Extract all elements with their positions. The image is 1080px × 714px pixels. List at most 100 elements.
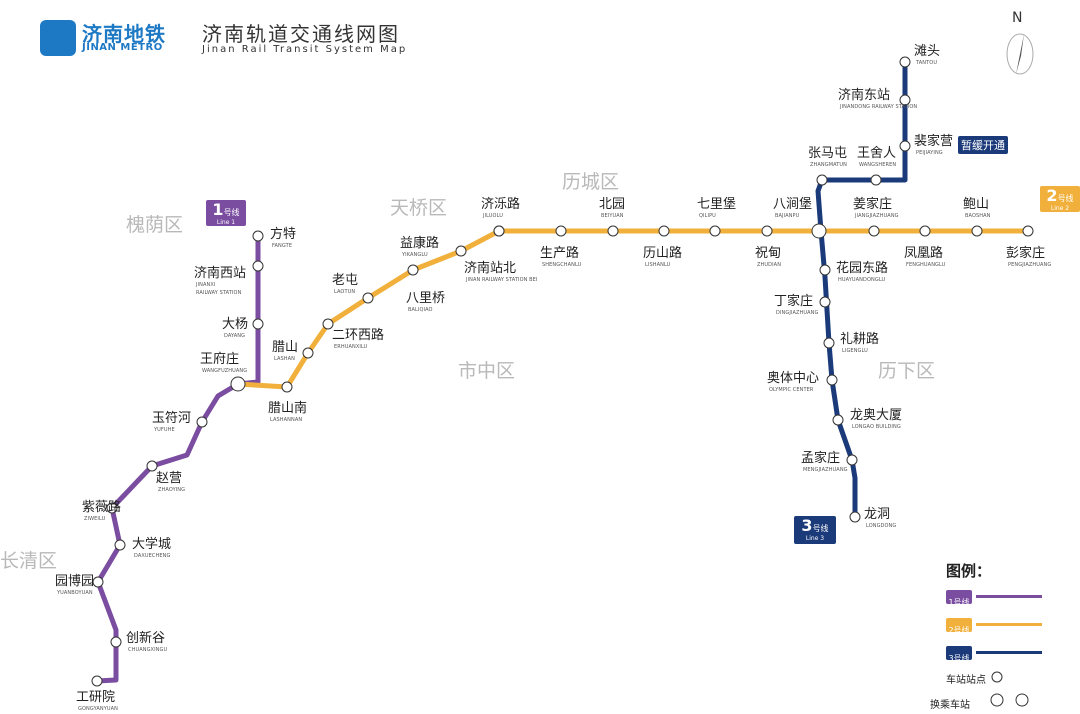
station-name[interactable]: 大学城 <box>132 537 172 552</box>
station-marker[interactable] <box>146 460 158 472</box>
line1-route <box>95 236 261 684</box>
station-marker[interactable] <box>322 318 334 330</box>
transfer-station-marker[interactable] <box>230 376 246 392</box>
station-name[interactable]: 张马屯 <box>808 146 848 161</box>
station-marker[interactable] <box>252 260 264 272</box>
station-marker[interactable] <box>899 140 911 152</box>
station-marker[interactable] <box>555 225 567 237</box>
station-name-en: JIANGJIAZHUANG <box>855 213 899 219</box>
station-name[interactable]: 奥体中心 <box>767 371 820 386</box>
station-marker[interactable] <box>899 94 911 106</box>
station-name-en: HUAYUANDONGLU <box>838 277 886 283</box>
station-name[interactable]: 腊山 <box>272 340 299 355</box>
station-marker[interactable] <box>607 225 619 237</box>
station-name[interactable]: 祝甸 <box>755 246 782 261</box>
station-name[interactable]: 济南东站 <box>838 88 891 103</box>
station-name[interactable]: 滩头 <box>914 44 941 59</box>
station-name-en: ERHUANXILU <box>334 344 368 350</box>
station-name[interactable]: 济南西站 <box>194 266 247 281</box>
station-marker[interactable] <box>110 636 122 648</box>
station-name[interactable]: 大杨 <box>222 317 249 332</box>
station-name[interactable]: 园博园 <box>55 574 95 589</box>
station-name[interactable]: 王舍人 <box>857 146 897 161</box>
station-marker[interactable] <box>92 576 104 588</box>
station-marker[interactable] <box>106 502 118 514</box>
station-name-en: DAXUECHENG <box>134 553 171 559</box>
station-marker[interactable] <box>868 225 880 237</box>
station-name[interactable]: 紫薇路 <box>82 500 122 515</box>
station-name-en: WANGFUZHUANG <box>202 368 248 374</box>
station-marker[interactable] <box>819 296 831 308</box>
station-name[interactable]: 龙洞 <box>864 507 891 522</box>
station-marker[interactable] <box>252 318 264 330</box>
station-marker[interactable] <box>114 539 126 551</box>
station-marker[interactable] <box>899 56 911 68</box>
station-marker[interactable] <box>816 174 828 186</box>
station-name[interactable]: 济南站北 <box>464 261 517 276</box>
metro-logo-icon <box>40 20 76 56</box>
station-name[interactable]: 礼耕路 <box>840 332 880 347</box>
station-marker[interactable] <box>870 174 882 186</box>
station-marker[interactable] <box>362 292 374 304</box>
station-name[interactable]: 八里桥 <box>406 291 446 306</box>
station-name-en: QILIPU <box>699 213 716 219</box>
station-name[interactable]: 七里堡 <box>697 197 737 212</box>
station-marker[interactable] <box>455 245 467 257</box>
station-marker[interactable] <box>832 414 844 426</box>
station-marker[interactable] <box>919 225 931 237</box>
station-name[interactable]: 益康路 <box>400 236 440 251</box>
station-name[interactable]: 济泺路 <box>481 197 521 212</box>
station-name[interactable]: 王府庄 <box>200 352 240 367</box>
legend-line2-swatch <box>976 623 1042 626</box>
station-marker[interactable] <box>252 230 264 242</box>
station-marker[interactable] <box>819 264 831 276</box>
station-name[interactable]: 二环西路 <box>332 328 385 343</box>
station-name-en: LONGAO BUILDING <box>852 424 901 430</box>
station-name[interactable]: 生产路 <box>540 246 580 261</box>
transfer-station-marker[interactable] <box>811 223 827 239</box>
station-name[interactable]: 彭家庄 <box>1006 246 1046 261</box>
station-marker[interactable] <box>658 225 670 237</box>
station-marker[interactable] <box>196 416 208 428</box>
station-marker[interactable] <box>493 225 505 237</box>
station-name[interactable]: 姜家庄 <box>853 197 893 212</box>
station-marker[interactable] <box>849 511 861 523</box>
station-marker[interactable] <box>846 454 858 466</box>
station-name[interactable]: 裴家营 <box>914 134 954 149</box>
station-name[interactable]: 方特 <box>270 227 297 242</box>
station-marker[interactable] <box>709 225 721 237</box>
legend-transfer-icons <box>990 693 1029 707</box>
station-name[interactable]: 腊山南 <box>268 401 308 416</box>
station-name[interactable]: 花园东路 <box>836 261 889 276</box>
station-name[interactable]: 八涧堡 <box>773 197 813 212</box>
station-name[interactable]: 工研院 <box>76 690 116 705</box>
station-name[interactable]: 丁家庄 <box>774 294 814 309</box>
station-marker[interactable] <box>91 675 103 687</box>
station-marker[interactable] <box>823 337 835 349</box>
station-name[interactable]: 鲍山 <box>963 197 990 212</box>
station-name-en: LASHAN <box>274 356 296 362</box>
station-name-en: LIGENGLU <box>842 348 868 354</box>
station-name[interactable]: 孟家庄 <box>801 451 841 466</box>
station-marker[interactable] <box>1022 225 1034 237</box>
station-name[interactable]: 北园 <box>599 197 626 212</box>
station-name[interactable]: 赵营 <box>156 471 183 486</box>
station-name[interactable]: 玉符河 <box>152 411 192 426</box>
station-name-en: MENGJIAZHUANG <box>803 467 848 473</box>
station-name[interactable]: 老屯 <box>332 273 359 288</box>
station-name[interactable]: 凤凰路 <box>904 246 944 261</box>
station-marker[interactable] <box>302 347 314 359</box>
station-name-en: LASHANNAN <box>270 417 303 423</box>
station-name-en: BEIYUAN <box>601 213 624 219</box>
station-marker[interactable] <box>407 264 419 276</box>
station-name-en: PEIJIAYING <box>916 150 943 156</box>
station-marker[interactable] <box>761 225 773 237</box>
station-marker[interactable] <box>826 374 838 386</box>
station-marker[interactable] <box>971 225 983 237</box>
station-name[interactable]: 龙奥大厦 <box>850 408 903 423</box>
line3-route <box>815 62 908 517</box>
station-name[interactable]: 历山路 <box>643 246 683 261</box>
station-name[interactable]: 创新谷 <box>126 631 166 646</box>
station-marker[interactable] <box>281 381 293 393</box>
